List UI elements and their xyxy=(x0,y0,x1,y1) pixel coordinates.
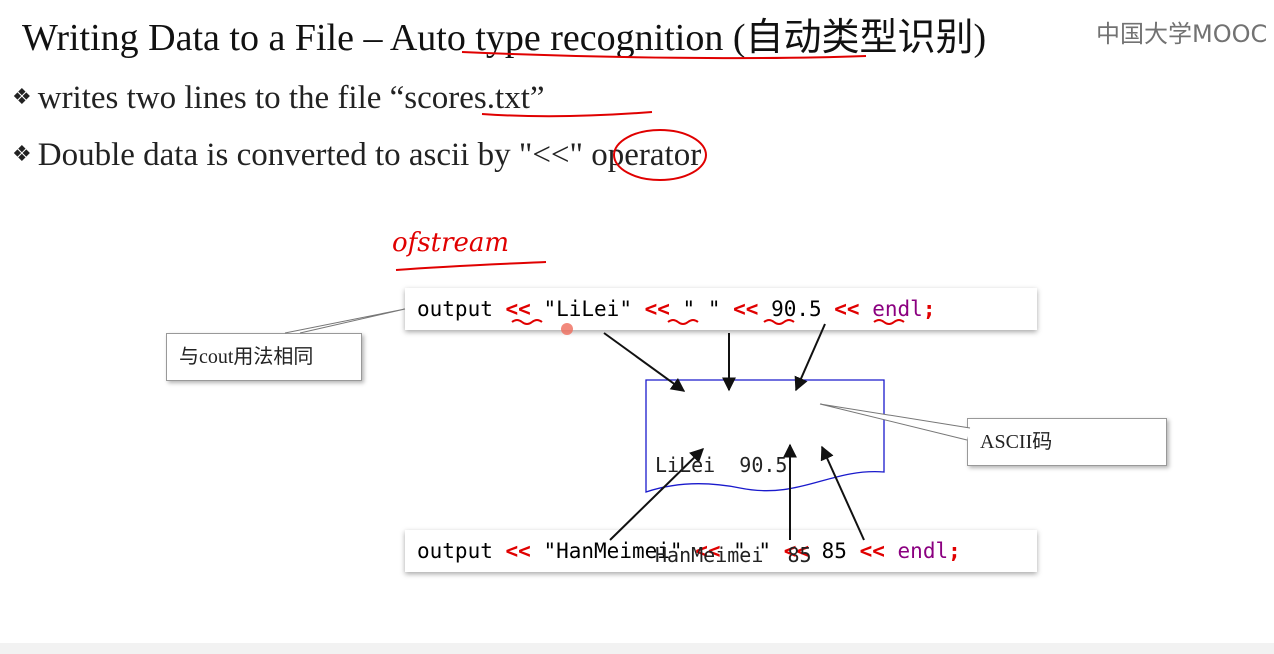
code-operator: << xyxy=(695,539,721,563)
code-token: "HanMeimei" xyxy=(530,539,696,563)
file-contents: LiLei 90.5 HanMeimei 85 xyxy=(655,390,812,600)
code-operator: << xyxy=(834,297,860,321)
scores-underline-mark xyxy=(481,111,653,118)
pointer-dot xyxy=(561,323,573,335)
operator-underline-1 xyxy=(511,319,543,325)
callout-same-as-cout: 与cout用法相同 xyxy=(166,333,362,381)
code-operator: << xyxy=(505,539,531,563)
callout-pointer-ascii xyxy=(819,403,971,441)
operator-circle-mark xyxy=(613,129,707,181)
arrow-90-5 xyxy=(794,323,826,392)
bullet-2-text: Double data is converted to ascii by "<<… xyxy=(37,137,702,173)
operator-underline-3 xyxy=(763,319,795,325)
code-line-1: output << "LiLei" << " " << 90.5 << endl… xyxy=(405,288,1037,330)
code-token: " " xyxy=(720,539,784,563)
ofstream-underline-mark xyxy=(395,261,547,271)
code-keyword: endl xyxy=(872,297,923,321)
code-token: "LiLei" xyxy=(530,297,645,321)
diamond-bullet-icon: ❖ xyxy=(12,142,32,167)
code-operator: << xyxy=(505,297,531,321)
file-document-shape xyxy=(645,379,885,493)
file-line-1: LiLei 90.5 xyxy=(655,453,788,477)
callout-pointer-cout xyxy=(284,308,406,334)
code-operator: << xyxy=(733,297,759,321)
code-token: output xyxy=(417,297,506,321)
title-underline-mark xyxy=(461,51,867,60)
bullet-2: ❖Double data is converted to ascii by "<… xyxy=(12,137,701,174)
diamond-bullet-icon: ❖ xyxy=(12,85,32,110)
code-token: 90.5 xyxy=(758,297,835,321)
handwritten-note: ofstream xyxy=(392,228,510,258)
callout-ascii-code: ASCII码 xyxy=(967,418,1167,466)
code-punctuation: ; xyxy=(948,539,961,563)
arrow-lilei xyxy=(603,332,686,392)
slide-bottom-strip xyxy=(0,643,1274,654)
mooc-logo: 中国大学MOOC xyxy=(1096,20,1268,48)
file-line-2: HanMeimei 85 xyxy=(655,543,812,567)
code-line-2: output << "HanMeimei" << " " << 85 << en… xyxy=(405,530,1037,572)
bullet-1: ❖writes two lines to the file “scores.tx… xyxy=(12,80,545,117)
arrow-hanmeimei xyxy=(609,448,705,541)
bullet-1-text: writes two lines to the file “scores.txt… xyxy=(37,80,545,116)
code-punctuation: ; xyxy=(922,297,936,321)
code-token: " " xyxy=(669,297,734,321)
operator-underline-2 xyxy=(667,319,699,325)
slide-title: Writing Data to a File – Auto type recog… xyxy=(22,17,987,59)
code-keyword: endl xyxy=(897,539,949,563)
code-operator: << xyxy=(644,297,670,321)
code-token: output xyxy=(417,539,506,563)
code-operator: << xyxy=(783,539,809,563)
code-operator: << xyxy=(859,539,885,563)
operator-underline-4 xyxy=(873,319,905,325)
arrow-85 xyxy=(820,445,865,541)
code-token: 85 xyxy=(809,539,860,563)
